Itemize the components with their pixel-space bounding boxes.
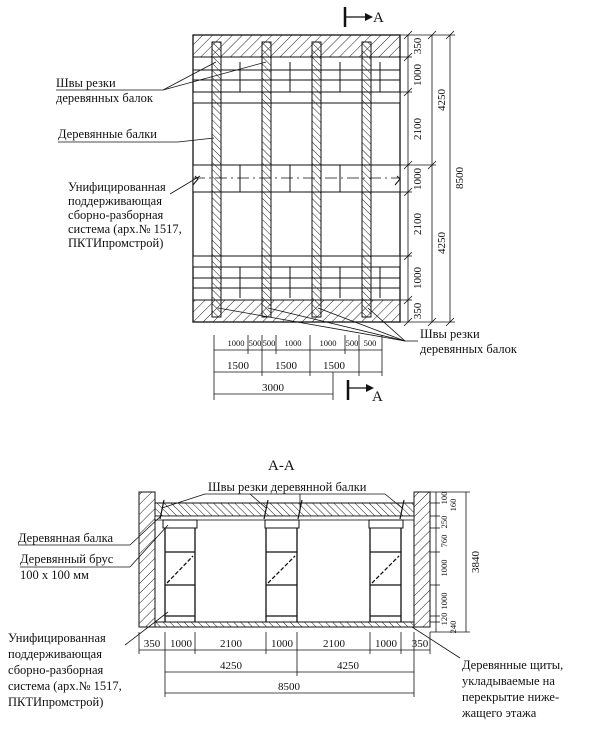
section-label-wood-bar-line2: 100 х 100 мм: [20, 568, 89, 582]
section-dim-right-5: 1000: [439, 560, 449, 577]
plan-dim-bottom-2: 500: [249, 338, 262, 348]
plan-dim-bottom-3: 500: [263, 338, 276, 348]
plan-dim-right-mid-2: 4250: [436, 232, 448, 255]
plan-dim-bottom-mid-1: 1500: [227, 360, 250, 372]
section-floor-panels: [154, 621, 415, 628]
section-mark-top-label: А: [373, 10, 384, 26]
plan-label-wood-beams: Деревянные балки: [58, 127, 215, 143]
plan-dim-bottom-4: 1000: [285, 338, 302, 348]
section-label-wood-beam: Деревянная балка: [18, 514, 163, 546]
section-dims-right: [430, 491, 470, 633]
section-label-support-line4: система (арх.№ 1517,: [8, 679, 122, 693]
plan-dim-bottom-7: 500: [364, 338, 377, 348]
plan-dim-right-7: 350: [412, 302, 424, 319]
section-dim-right-4: 760: [439, 535, 449, 548]
section-dim-bottom-4: 1000: [271, 638, 294, 650]
section-dims-right-labels: 100 160 250 760 1000 1000 120 240 3840: [439, 492, 482, 634]
plan-label-cut-seams-top: Швы резки деревянных балок: [56, 61, 267, 105]
section-label-panels-line2: укладываемые на: [462, 674, 555, 688]
section-mark-top: А: [343, 7, 384, 27]
section-label-support-line3: сборно-разборная: [8, 663, 103, 677]
section-label-support-line2: поддерживающая: [8, 647, 102, 661]
section-dim-bottom-mid-2: 4250: [337, 660, 360, 672]
section-dim-right-2: 160: [448, 499, 458, 512]
section-label-wood-beam-text: Деревянная балка: [18, 531, 113, 545]
plan-dim-bottom-mid-3: 1500: [323, 360, 346, 372]
plan-dim-right-5: 2100: [412, 213, 424, 236]
plan-label-support-line3: сборно-разборная: [68, 208, 163, 222]
section-label-cut-seams-text: Швы резки деревянной балки: [208, 480, 367, 494]
section-dim-bottom-5: 2100: [323, 638, 346, 650]
section-dim-bottom-total: 8500: [278, 681, 301, 693]
section-dims-bottom: [138, 632, 431, 697]
section-mark-bottom: А: [346, 380, 383, 405]
plan-dim-bottom-total: 3000: [262, 382, 285, 394]
plan-label-wood-beams-text: Деревянные балки: [58, 127, 157, 141]
section-title: А-А: [268, 458, 295, 474]
plan-label-cut-seams-bottom: Швы резки деревянных балок: [217, 307, 518, 356]
section-dim-right-8: 240: [448, 621, 458, 634]
section-wood-bars: [162, 519, 404, 529]
section-dims-bottom-labels: 350 1000 2100 1000 2100 1000 350 4250 42…: [144, 638, 429, 693]
plan-dims-bottom-labels: 1000 500 500 1000 1000 500 500 1500 1500…: [227, 338, 376, 394]
section-dim-bottom-1: 350: [144, 638, 161, 650]
wood-beams-plan: [211, 41, 372, 318]
section-wall-right: [413, 491, 431, 628]
section-dim-right-6: 1000: [439, 593, 449, 610]
plan-dims-bottom: [213, 335, 383, 400]
section-label-support-system: Унифицированная поддерживающая сборно-ра…: [8, 611, 169, 709]
plan-label-support-line4: система (арх.№ 1517,: [68, 222, 182, 236]
plan-label-support-line2: поддерживающая: [68, 194, 162, 208]
plan-label-cut-seams-top-line2: деревянных балок: [56, 91, 154, 105]
plan-dim-right-6: 1000: [412, 267, 424, 290]
plan-dim-bottom-6: 500: [346, 338, 359, 348]
section-tower-right: [369, 528, 402, 622]
section-tower-middle: [265, 528, 298, 622]
plan-label-cut-seams-bottom-line2: деревянных балок: [420, 342, 518, 356]
section-dim-right-total: 3840: [470, 551, 482, 574]
plan-dim-bottom-5: 1000: [320, 338, 337, 348]
section-label-cut-seams: Швы резки деревянной балки: [161, 480, 403, 509]
plan-dim-bottom-mid-2: 1500: [275, 360, 298, 372]
plan-dim-right-2: 1000: [412, 64, 424, 87]
section-label-support-line1: Унифицированная: [8, 631, 106, 645]
plan-label-cut-seams-top-line1: Швы резки: [56, 76, 116, 90]
plan-dims-right: [400, 30, 455, 327]
plan-dim-right-total: 8500: [454, 167, 466, 190]
section-dim-bottom-mid-1: 4250: [220, 660, 243, 672]
section-dim-right-3: 250: [439, 516, 449, 529]
section-label-wood-bar: Деревянный брус 100 х 100 мм: [20, 524, 169, 582]
section-label-panels-line3: перекрытие ниже-: [462, 690, 559, 704]
section-label-wood-bar-line1: Деревянный брус: [20, 552, 114, 566]
section-mark-bottom-label: А: [372, 389, 383, 405]
section-label-panels-line4: жащего этажа: [461, 706, 537, 720]
section-dim-bottom-3: 2100: [220, 638, 243, 650]
section-dim-right-1: 100: [439, 492, 449, 505]
section-label-panels-line1: Деревянные щиты,: [462, 658, 563, 672]
section-beam: [154, 502, 415, 517]
section-label-support-line5: ПКТИпромстрой): [8, 695, 103, 709]
section-dim-bottom-2: 1000: [170, 638, 193, 650]
plan-label-support-line1: Унифицированная: [68, 180, 166, 194]
section-label-wood-panels: Деревянные щиты, укладываемые на перекры…: [411, 626, 563, 720]
plan-label-support-system: Унифицированная поддерживающая сборно-ра…: [68, 175, 201, 250]
section-tower-left: [164, 528, 196, 622]
section-view: А-А: [8, 458, 563, 720]
section-dim-right-7: 120: [439, 613, 449, 626]
plan-wall-top: [192, 34, 401, 58]
section-dim-bottom-6: 1000: [375, 638, 398, 650]
plan-dim-right-3: 2100: [412, 118, 424, 141]
section-dim-bottom-7: 350: [412, 638, 429, 650]
plan-dim-right-mid-1: 4250: [436, 89, 448, 112]
plan-dim-right-4: 1000: [412, 168, 424, 191]
plan-view: А: [56, 7, 518, 405]
plan-label-cut-seams-bottom-line1: Швы резки: [420, 327, 480, 341]
plan-dim-right-1: 350: [412, 37, 424, 54]
plan-dims-right-labels: 350 1000 2100 1000 2100 1000 350 4250 42…: [412, 37, 466, 319]
plan-label-support-line5: ПКТИпромстрой): [68, 236, 163, 250]
section-wall-left: [138, 491, 156, 628]
plan-dim-bottom-1: 1000: [228, 338, 245, 348]
